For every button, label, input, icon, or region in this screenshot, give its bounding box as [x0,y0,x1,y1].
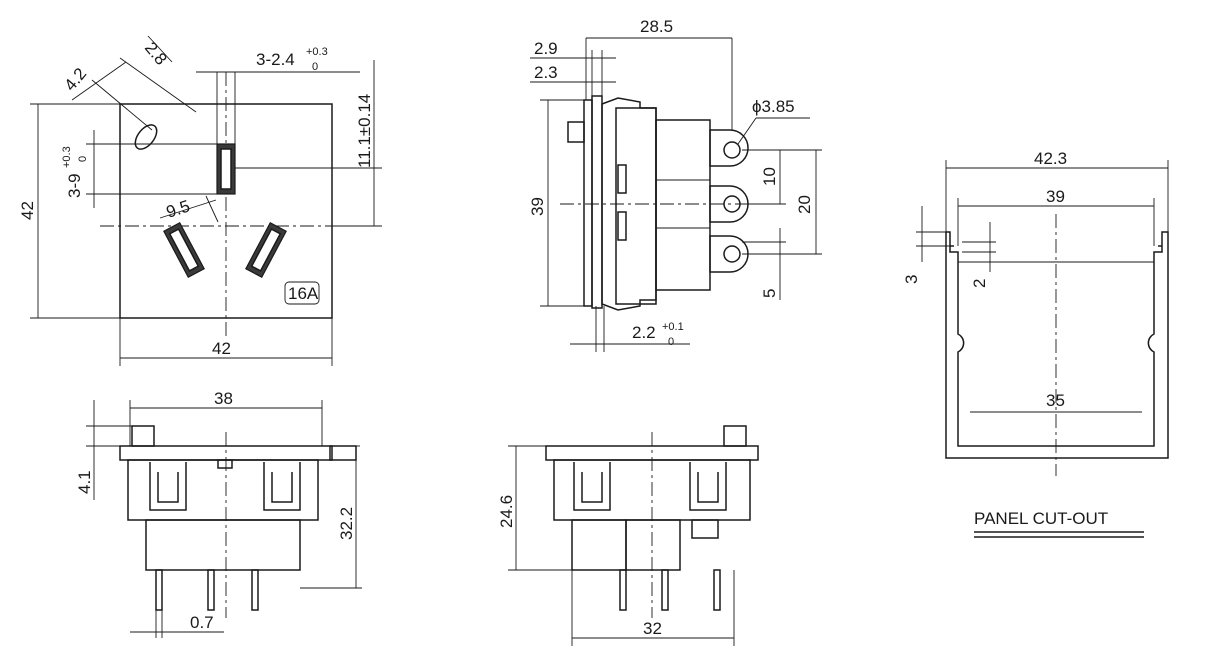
rating-label-box [284,281,320,305]
dim-cutout-inner: 39 [1046,187,1065,206]
dim-pitch-5: 5 [760,289,779,298]
dim-terminal: 2.2 [632,323,656,342]
bottom-center-view: 24.6 32 [497,425,759,646]
bl-pin-3 [251,569,259,611]
svg-text:+0.1: +0.1 [662,321,684,333]
dim-bl-pin: 0.7 [190,613,214,632]
dim-bc-height: 24.6 [497,495,516,528]
dim-pin-spacing: 9.5 [164,196,192,221]
bc-pin-1 [619,569,627,611]
bl-pin-1 [155,569,163,611]
svg-text:0: 0 [77,156,89,162]
dim-cutout-step-inner: 2 [970,279,989,288]
dim-slot-width: 3-2.4 [256,50,295,69]
panel-cutout: 42.3 39 35 3 2 PANEL CUT-OUT [902,149,1169,538]
bl-pin-2 [207,569,215,611]
dim-hole-dia: ϕ3.85 [752,97,795,116]
dim-flange-b: 2.3 [534,63,558,82]
svg-text:0: 0 [668,336,674,348]
dim-cutout-outer: 42.3 [1034,149,1067,168]
bottom-left-view: 38 4.1 32.2 0.7 [75,389,362,638]
svg-text:+0.3: +0.3 [306,46,328,58]
side-flange [583,99,593,307]
bl-body [127,459,319,521]
bc-pin-2 [661,569,669,611]
dim-front-height: 42 [18,201,37,220]
dim-flange-a: 2.9 [534,39,558,58]
bc-pin-3 [713,569,721,611]
svg-text:+0.3: +0.3 [61,146,73,168]
side-terminal-block [655,119,711,291]
dim-slot-length: 3-9 [65,173,84,198]
dim-side-depth: 28.5 [640,17,673,36]
dim-pitch-20: 20 [795,195,814,214]
dim-bl-flange: 4.1 [75,470,94,494]
dim-bc-width: 32 [643,619,662,638]
terminal-hole-3 [723,245,741,263]
dim-cutout-bottom: 35 [1046,391,1065,410]
side-view: 28.5 2.9 2.3 39 ϕ3.85 10 20 5 2.2 +0.1 [528,17,822,352]
dim-front-width: 42 [212,339,231,358]
dim-pitch-10: 10 [760,167,779,186]
dim-cutout-step: 3 [902,275,921,284]
rating-label: 16A [288,284,319,303]
dim-pin-offset: 11.1±0.14 [355,94,374,168]
dim-bl-width: 38 [214,389,233,408]
front-view: 16A 42 42 11.1±0.14 3-2.4 +0.3 0 3-9 +0.… [18,35,382,366]
panel-cutout-title: PANEL CUT-OUT [974,509,1108,528]
front-oval-hole [134,124,158,150]
dim-side-height: 39 [528,197,547,216]
terminal-hole-1 [723,141,741,159]
dim-bl-height: 32.2 [337,507,356,540]
svg-text:0: 0 [312,61,318,73]
cutout-outer [945,231,1169,459]
dim-hole-inner: 2.8 [141,38,171,68]
